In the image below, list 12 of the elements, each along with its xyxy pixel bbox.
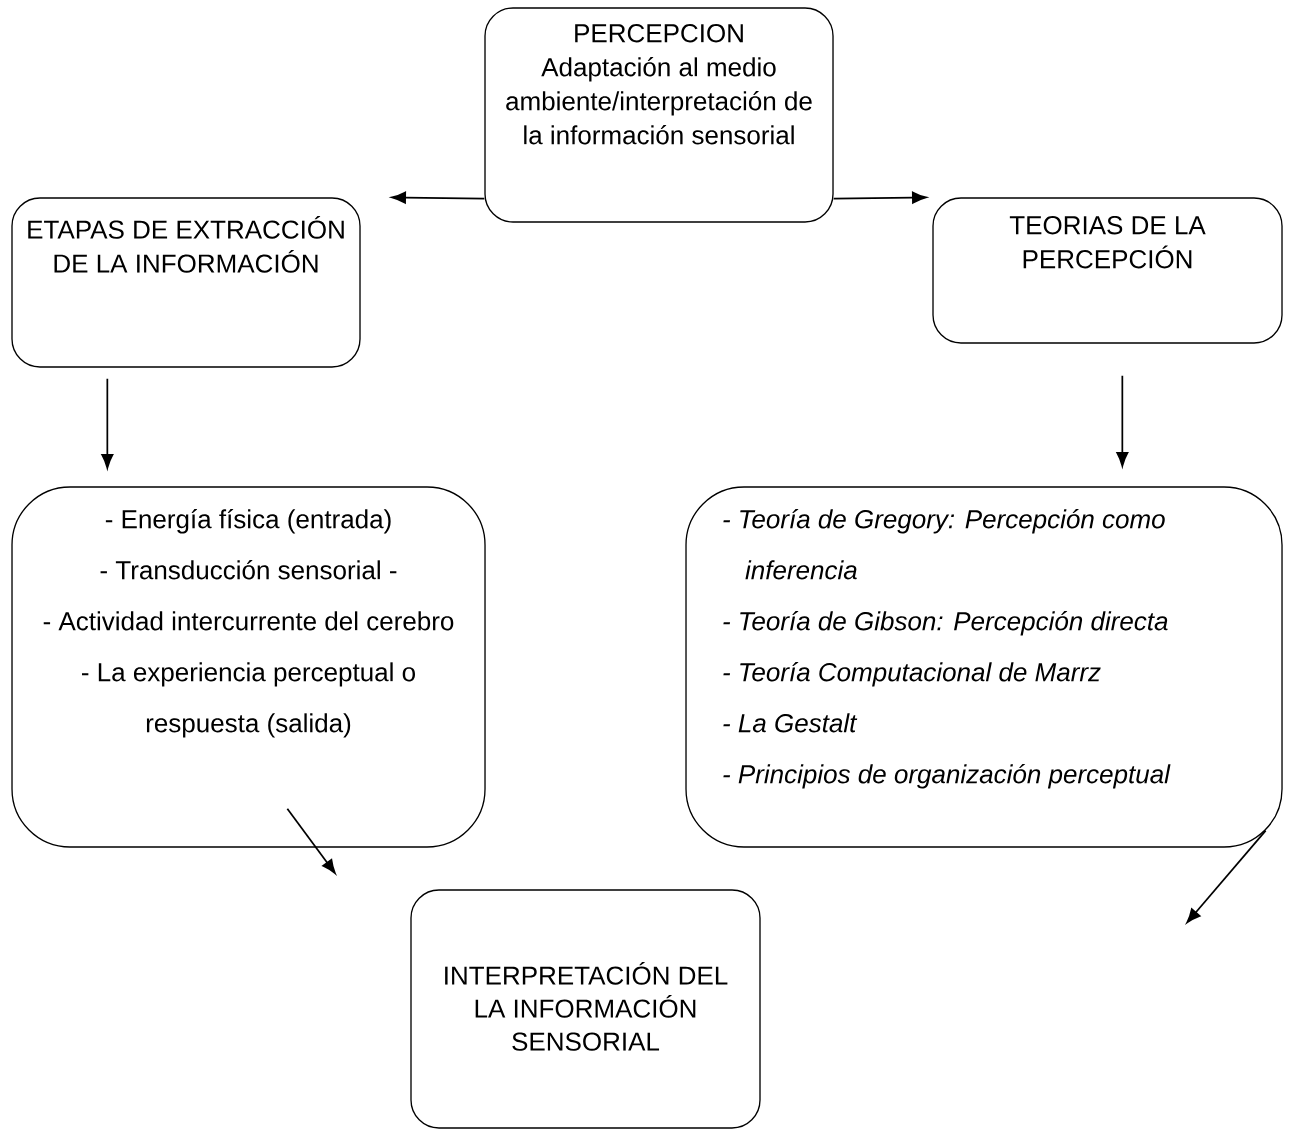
- concept-box: PERCEPCION Adaptación al medio ambiente/interpretación de la información sensorial: [484, 7, 834, 223]
- concept-box: - Teoría de Gregory: Percepción como inferencia - Teoría de Gibson: Percepción directa - Teoría Computacional de Marrz - La Gestalt - Principios de organización perceptual: [685, 486, 1283, 848]
- arrow: [391, 191, 486, 204]
- arrow: [832, 191, 927, 204]
- concept-box: TEORIAS DE LA PERCEPCIÓN: [932, 197, 1283, 344]
- arrow: [286, 807, 336, 875]
- arrow: [1186, 829, 1267, 924]
- arrow: [1116, 374, 1129, 467]
- concept-box: ETAPAS DE EXTRACCIÓN DE LA INFORMACIÓN: [11, 197, 361, 368]
- concept-box: - Energía física (entrada) - Transducción sensorial - - Actividad intercurrente del cerebro - La experiencia perceptual o respuesta (salida): [11, 486, 486, 848]
- arrow: [101, 377, 114, 469]
- concept-box: INTERPRETACIÓN DEL LA INFORMACIÓN SENSORIAL: [410, 889, 761, 1129]
